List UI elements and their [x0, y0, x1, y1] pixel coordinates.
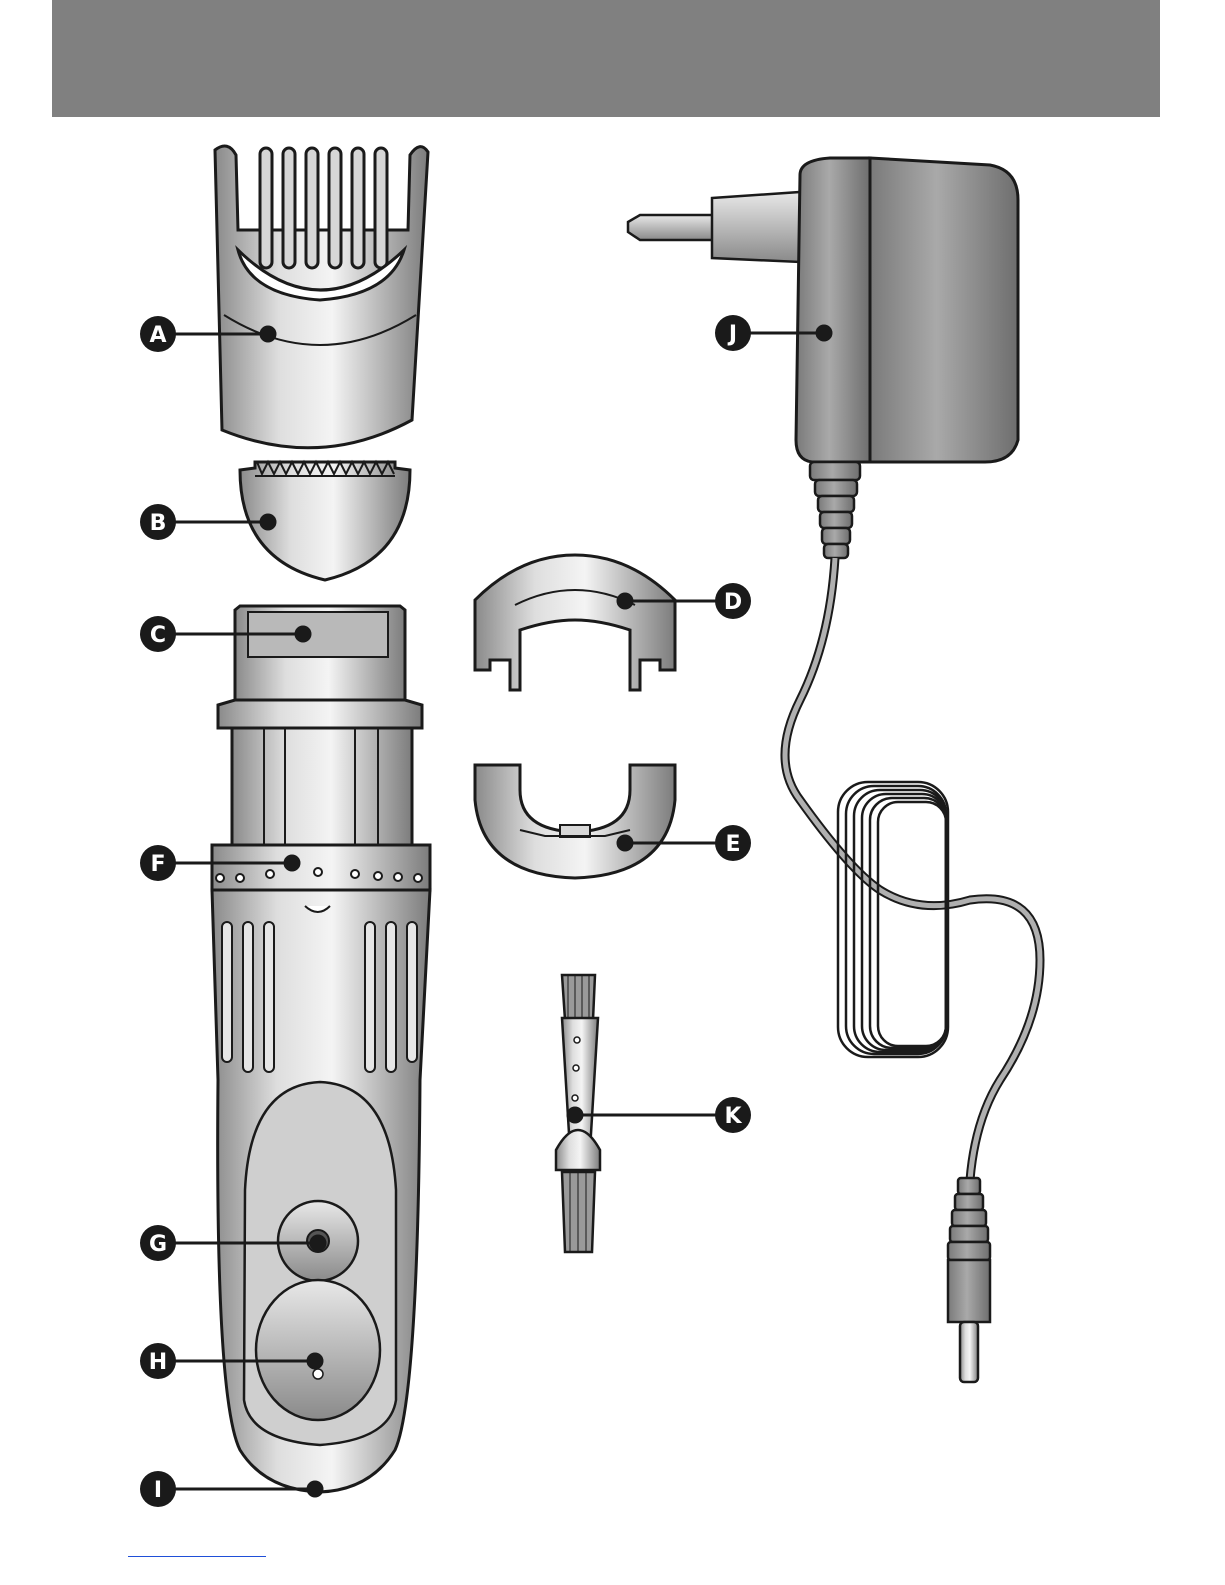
callout-g: G: [140, 1225, 176, 1261]
callout-e: E: [715, 825, 751, 861]
holder-ring: [475, 765, 675, 878]
callout-c-label: C: [150, 623, 166, 648]
callout-h: H: [140, 1343, 176, 1379]
on-off-switch: [256, 1280, 380, 1420]
callout-k: K: [715, 1097, 751, 1133]
callout-i-label: I: [154, 1478, 162, 1503]
callout-b: B: [140, 504, 176, 540]
callout-j: J: [715, 315, 751, 351]
comb-attachment: [215, 146, 428, 448]
callout-a-label: A: [149, 323, 166, 348]
callout-d: D: [715, 583, 751, 619]
footer-link-underline: [128, 1556, 266, 1557]
callout-a: A: [140, 316, 176, 352]
callout-i: I: [140, 1471, 176, 1507]
length-setting-ring: [212, 845, 430, 890]
callout-c: C: [140, 616, 176, 652]
callout-b-label: B: [150, 511, 167, 536]
callout-g-label: G: [149, 1232, 167, 1257]
callout-e-label: E: [725, 832, 740, 857]
charging-adapter: [628, 158, 1040, 1382]
callout-f: F: [140, 845, 176, 881]
charging-light: [313, 1369, 323, 1379]
callout-k-label: K: [724, 1104, 742, 1129]
spacer-bridge: [475, 555, 675, 690]
callout-h-label: H: [149, 1350, 167, 1375]
callout-f-label: F: [150, 852, 165, 877]
callout-j-label: J: [727, 322, 737, 347]
callout-d-label: D: [724, 590, 742, 615]
